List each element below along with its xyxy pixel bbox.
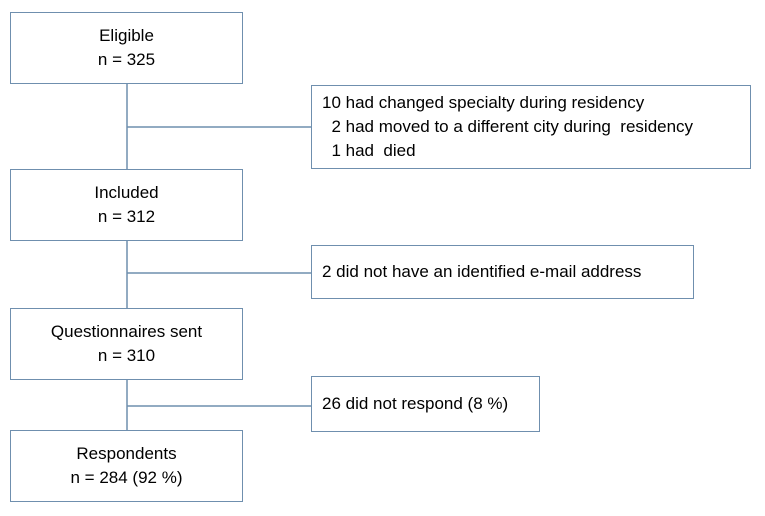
included-label: Included [94,183,159,202]
exclusion-box-2: 2 did not have an identified e-mail addr… [311,245,694,299]
exclusion-1-line-2: 2 had moved to a different city during r… [322,117,694,136]
exclusion-1-line-3: 1 had died [322,141,416,160]
included-box: Included n = 312 [10,169,243,241]
exclusion-2-text: 2 did not have an identified e-mail addr… [322,262,642,281]
exclusion-box-3: 26 did not respond (8 %) [311,376,540,432]
eligible-label: Eligible [99,26,154,45]
eligible-box: Eligible n = 325 [10,12,243,84]
included-count: n = 312 [97,207,156,226]
exclusion-3-text: 26 did not respond (8 %) [322,394,509,413]
exclusion-box-1: 10 had changed specialty during residenc… [311,85,751,169]
questionnaires-sent-label: Questionnaires sent [50,322,203,341]
exclusion-1-line-1: 10 had changed specialty during residenc… [322,93,645,112]
questionnaires-sent-count: n = 310 [97,346,156,365]
respondents-count: n = 284 (92 %) [70,468,183,487]
questionnaires-sent-box: Questionnaires sent n = 310 [10,308,243,380]
respondents-box: Respondents n = 284 (92 %) [10,430,243,502]
respondents-label: Respondents [76,444,177,463]
eligible-count: n = 325 [97,50,156,69]
